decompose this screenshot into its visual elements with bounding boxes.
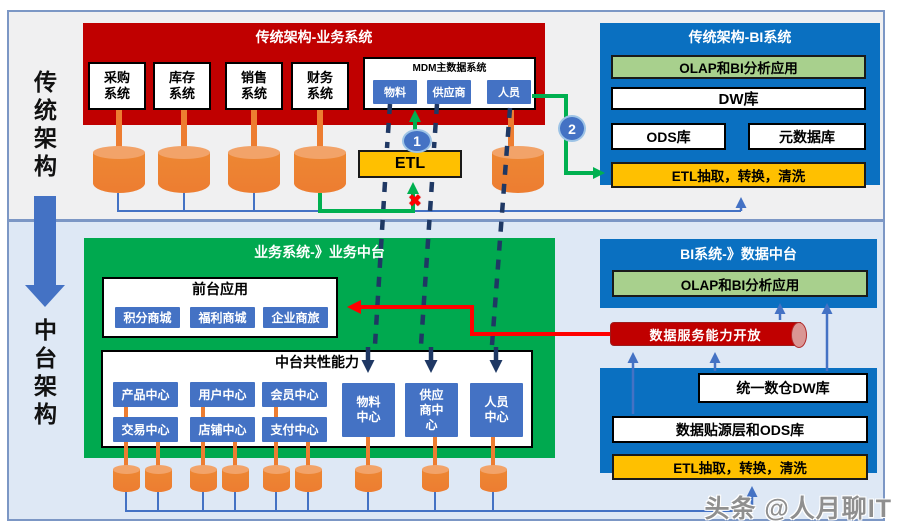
legacy-ods-box: ODS库	[611, 123, 726, 150]
etl-flow-green-lines	[318, 94, 605, 213]
system-box-finance: 财务系统	[291, 62, 349, 110]
legacy-olap-box: OLAP和BI分析应用	[611, 55, 866, 79]
center-product: 产品中心	[113, 382, 178, 407]
legacy-business-title: 传统架构-业务系统	[255, 29, 373, 45]
system-box-inventory: 库存系统	[153, 62, 211, 110]
database-cylinder	[422, 465, 449, 492]
front-apps-title: 前台应用	[192, 281, 248, 297]
center-payment: 支付中心	[262, 417, 327, 442]
unified-dw-box: 统一数仓DW库	[698, 373, 868, 403]
cylinder-cap	[791, 322, 807, 348]
mdm-item-person: 人员	[487, 80, 531, 104]
mid-etl-box: ETL抽取，转换，清洗	[612, 454, 868, 480]
legacy-bi-title: 传统架构-BI系统	[688, 29, 792, 45]
data-ods-box: 数据贴源层和ODS库	[612, 416, 868, 443]
legacy-etl-process-box: ETL抽取，转换，清洗	[611, 162, 866, 188]
mdm-title: MDM主数据系统	[412, 63, 487, 74]
mdm-item-supplier: 供应商	[427, 80, 471, 104]
midplatform-era-label: 中台架构	[34, 317, 57, 427]
center-user: 用户中心	[190, 382, 255, 407]
database-cylinder	[145, 465, 172, 492]
database-cylinder	[158, 146, 210, 193]
data-midplatform-title: BI系统-》数据中台	[680, 246, 797, 262]
app-welfare-mall: 福利商城	[190, 307, 255, 328]
era-transition-arrow-shaft	[34, 196, 56, 286]
system-box-sales: 销售系统	[225, 62, 283, 110]
database-cylinder	[93, 146, 145, 193]
data-service-red-line	[347, 300, 610, 336]
database-cylinder	[480, 465, 507, 492]
legacy-dw-box: DW库	[611, 87, 866, 110]
center-member: 会员中心	[262, 382, 327, 407]
mid-olap-box: OLAP和BI分析应用	[612, 270, 868, 297]
center-material: 物料中心	[342, 383, 395, 437]
center-person: 人员中心	[470, 383, 523, 437]
database-cylinder	[263, 465, 290, 492]
database-cylinder	[190, 465, 217, 492]
database-cylinder	[113, 465, 140, 492]
business-midplatform-title: 业务系统-》业务中台	[254, 244, 385, 260]
etl-box: ETL	[358, 150, 462, 178]
blocked-icon: ✖	[408, 193, 422, 210]
mdm-item-material: 物料	[373, 80, 417, 104]
data-service-label: 数据服务能力开放	[649, 327, 762, 343]
step-badge-2: 2	[558, 115, 586, 142]
system-box-procurement: 采购系统	[88, 62, 146, 110]
center-trade: 交易中心	[113, 417, 178, 442]
app-points-mall: 积分商城	[115, 307, 180, 328]
database-cylinder	[355, 465, 382, 492]
app-biz-travel: 企业商旅	[263, 307, 328, 328]
watermark: 头条 @人月聊IT	[704, 495, 892, 523]
common-capabilities-title: 中台共性能力	[275, 353, 359, 370]
legacy-metadata-box: 元数据库	[748, 123, 866, 150]
database-cylinder	[228, 146, 280, 193]
database-cylinder	[295, 465, 322, 492]
center-supplier: 供应商中心	[405, 383, 458, 437]
legacy-era-label: 传统架构	[34, 69, 57, 179]
data-service-cylinder: 数据服务能力开放	[610, 322, 807, 348]
center-shop: 店铺中心	[190, 417, 255, 442]
era-transition-arrow-icon	[25, 285, 65, 307]
diagram-border	[7, 10, 885, 521]
data-flow-blue-arrows	[627, 197, 833, 510]
database-cylinder	[222, 465, 249, 492]
data-bus-lines	[117, 193, 752, 512]
section-divider	[9, 219, 883, 222]
migration-arrow-icons	[361, 347, 503, 373]
database-cylinder	[294, 146, 346, 193]
step-badge-1: 1	[402, 129, 432, 153]
